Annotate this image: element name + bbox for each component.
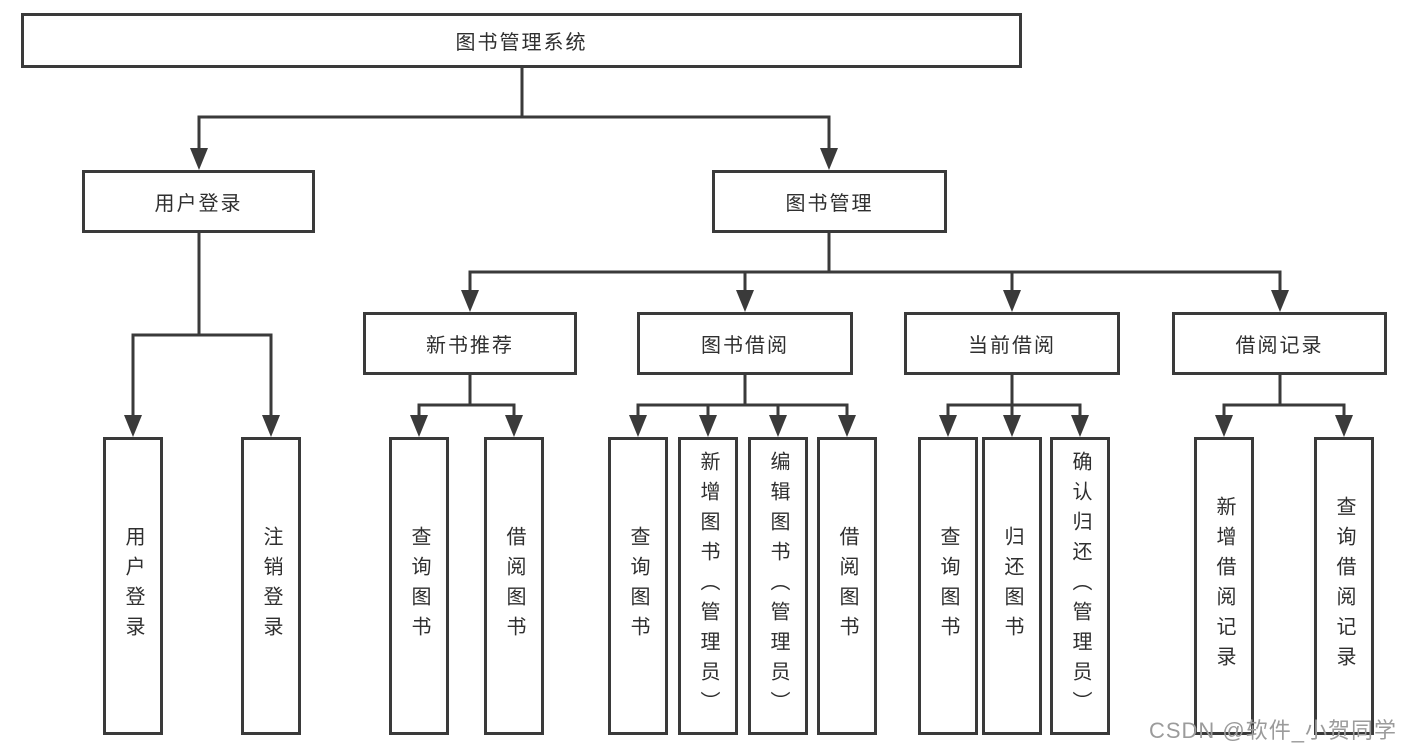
connector-book-borrowing-children (629, 373, 856, 437)
leaf-query-books-recommend: 查询图书 (389, 437, 449, 735)
node-book-borrowing: 图书借阅 (637, 312, 853, 375)
node-book-management: 图书管理 (712, 170, 947, 233)
leaf-logout-login: 注销登录 (241, 437, 301, 735)
csdn-watermark: CSDN @软件_小贺同学 (1148, 718, 1397, 743)
leaf-query-borrow-record: 查询借阅记录 (1314, 437, 1374, 735)
node-user-login: 用户登录 (82, 170, 315, 233)
leaf-borrow-books-recommend: 借阅图书 (484, 437, 544, 735)
leaf-query-books-borrowing: 查询图书 (608, 437, 668, 735)
connector-current-borrowing-children (939, 373, 1089, 437)
leaf-query-books-current: 查询图书 (918, 437, 978, 735)
connector-new-book-recommend-children (410, 373, 523, 437)
leaf-add-borrow-record: 新增借阅记录 (1194, 437, 1254, 735)
leaf-borrow-books-borrowing: 借阅图书 (817, 437, 877, 735)
connector-root-to-level2 (190, 66, 838, 170)
leaf-confirm-return-admin: 确认归还（管理员） (1050, 437, 1110, 735)
leaf-user-login: 用户登录 (103, 437, 163, 735)
node-current-borrowing: 当前借阅 (904, 312, 1120, 375)
leaf-add-book-admin: 新增图书（管理员） (678, 437, 738, 735)
leaf-return-books: 归还图书 (982, 437, 1042, 735)
node-new-book-recommend: 新书推荐 (363, 312, 577, 375)
connector-book-management-to-level3 (461, 231, 1289, 312)
connector-user-login-children (124, 231, 280, 437)
node-library-management-system: 图书管理系统 (21, 13, 1022, 68)
connector-borrowing-records-children (1215, 373, 1353, 437)
leaf-edit-book-admin: 编辑图书（管理员） (748, 437, 808, 735)
node-borrowing-records: 借阅记录 (1172, 312, 1387, 375)
